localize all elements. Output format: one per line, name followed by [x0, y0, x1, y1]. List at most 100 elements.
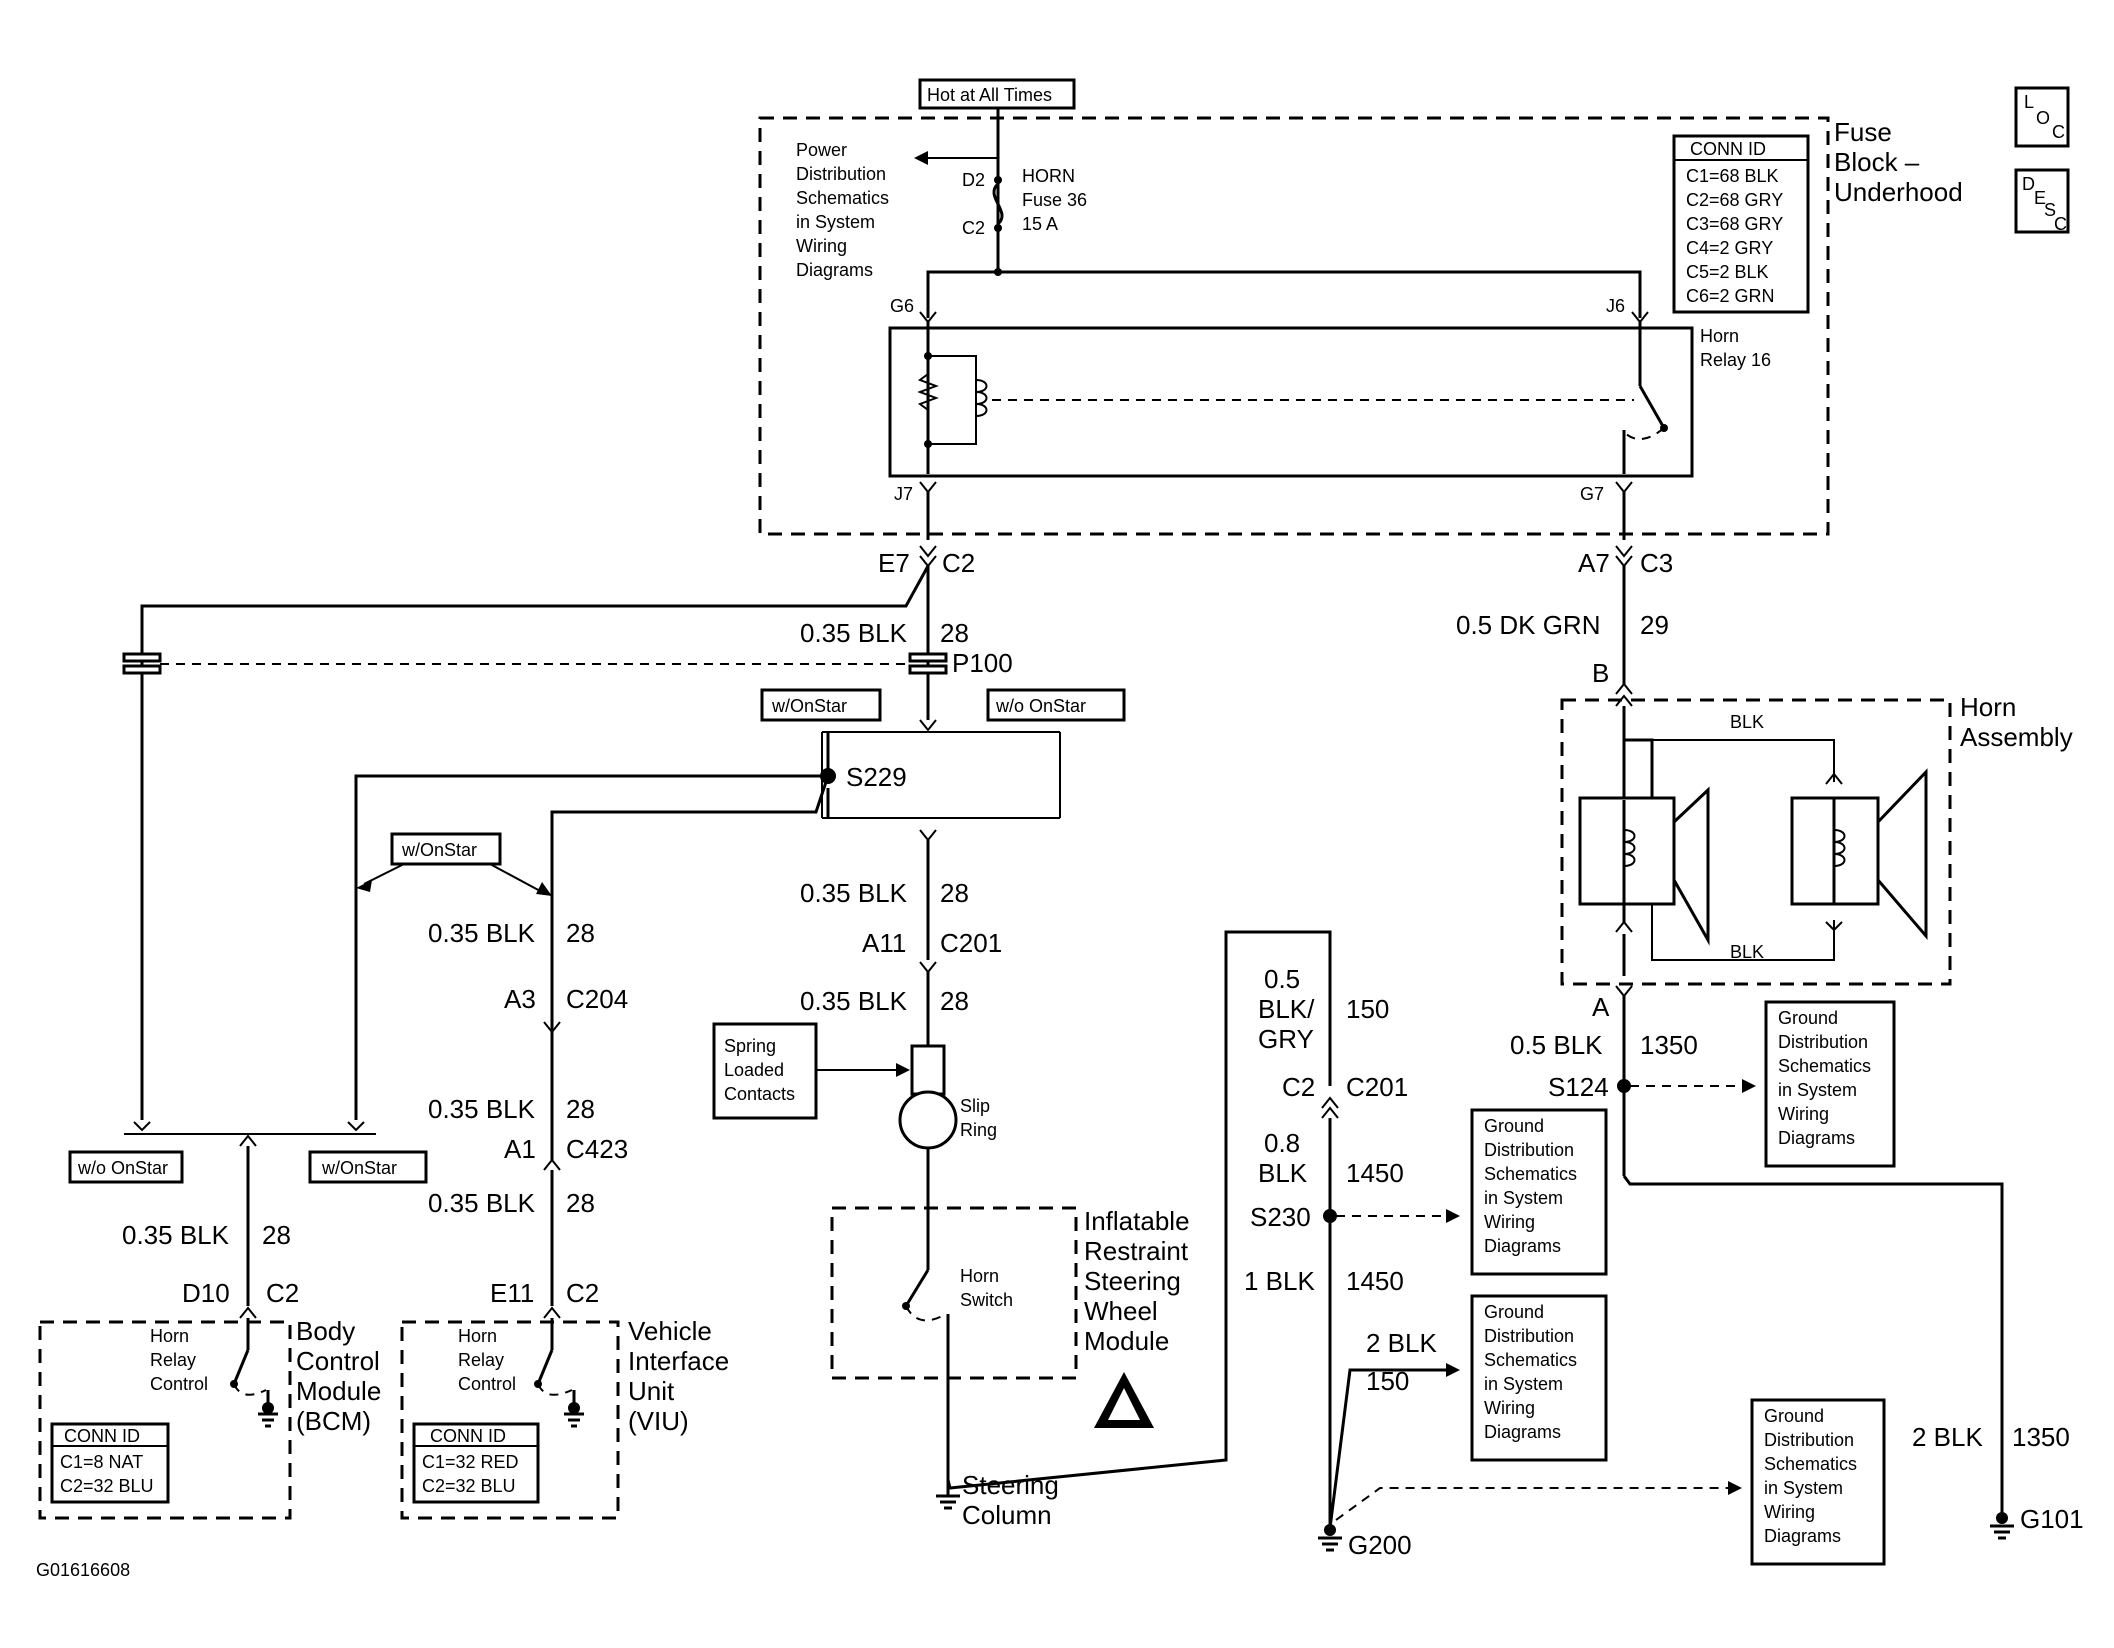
- conn-c423: C423: [566, 1134, 628, 1164]
- relay-label-1: Horn: [1700, 326, 1739, 346]
- conn-a11: A11: [862, 928, 906, 958]
- svg-text:Switch: Switch: [960, 1290, 1013, 1310]
- wire-center-circuit-28: 28: [940, 618, 969, 648]
- power-note-3: Schematics: [796, 188, 889, 208]
- conn-p100: P100: [952, 648, 1013, 678]
- svg-text:Spring: Spring: [724, 1036, 776, 1056]
- svg-text:Steering: Steering: [1084, 1266, 1181, 1296]
- wire-circuit-28-e: 28: [566, 1094, 595, 1124]
- svg-text:S: S: [2044, 200, 2056, 220]
- svg-text:Ground: Ground: [1484, 1302, 1544, 1322]
- power-note-5: Wiring: [796, 236, 847, 256]
- svg-text:D: D: [2022, 174, 2035, 194]
- wire-circuit-28-c: 28: [940, 986, 969, 1016]
- svg-text:Distribution: Distribution: [1484, 1326, 1574, 1346]
- wire-blk-28-d: 0.35 BLK: [428, 918, 536, 948]
- fuse-conn-id-4: C4=2 GRY: [1686, 238, 1773, 258]
- relay-label-2: Relay 16: [1700, 350, 1771, 370]
- svg-text:CONN ID: CONN ID: [64, 1426, 140, 1446]
- wire-blk-08-2: BLK: [1258, 1158, 1308, 1188]
- conn-e7: E7: [878, 548, 910, 578]
- hot-at-all-times-box: [918, 78, 1076, 110]
- conn-c3: C3: [1640, 548, 1673, 578]
- wire-blk-28-c: 0.35 BLK: [800, 986, 908, 1016]
- svg-text:Horn: Horn: [150, 1326, 189, 1346]
- horn-assembly: Horn Assembly BLK BLK: [1560, 692, 2073, 986]
- fuse-symbol: [992, 182, 1004, 226]
- svg-text:in System: in System: [1778, 1080, 1857, 1100]
- spring-loaded-contacts: [712, 1022, 818, 1120]
- conn-c2-bcm: C2: [266, 1278, 299, 1308]
- horn-switch: [904, 1269, 930, 1307]
- wire-circuit-28-d: 28: [566, 918, 595, 948]
- relay-coil: [975, 379, 988, 417]
- svg-text:in System: in System: [1764, 1478, 1843, 1498]
- horn-relay: [888, 326, 1694, 478]
- svg-text:Distribution: Distribution: [1764, 1430, 1854, 1450]
- wire-blk-1350: 0.5 BLK: [1510, 1030, 1603, 1060]
- svg-text:w/OnStar: w/OnStar: [771, 696, 847, 716]
- splice-s124: [1617, 1079, 1631, 1093]
- fuse-conn-id-5: C5=2 BLK: [1686, 262, 1769, 282]
- steering-column-label-1: Steering: [962, 1470, 1059, 1500]
- svg-text:Distribution: Distribution: [1484, 1140, 1574, 1160]
- power-note-6: Diagrams: [796, 260, 873, 280]
- svg-text:Wiring: Wiring: [1764, 1502, 1815, 1522]
- wire-blk-28-bcm: 0.35 BLK: [122, 1220, 230, 1250]
- wire-dkgrn: 0.5 DK GRN: [1456, 610, 1601, 640]
- svg-text:Wiring: Wiring: [1484, 1212, 1535, 1232]
- wire-blk-28-b: 0.35 BLK: [800, 878, 908, 908]
- fuse-block-name-2: Block –: [1834, 147, 1920, 177]
- svg-text:C: C: [2052, 122, 2065, 142]
- svg-text:Body: Body: [296, 1316, 355, 1346]
- wire-circuit-150-b: 150: [1366, 1366, 1409, 1396]
- conn-c2-top: C2: [942, 548, 975, 578]
- relay-pin-g6: G6: [890, 296, 914, 316]
- inflatable-restraint-module: [830, 1206, 1078, 1380]
- ground-note-s124: [1764, 1000, 1896, 1168]
- conn-s230: S230: [1250, 1202, 1311, 1232]
- svg-text:in System: in System: [1484, 1188, 1563, 1208]
- svg-text:Module: Module: [1084, 1326, 1169, 1356]
- bcm-conn-id-table: [50, 1422, 170, 1504]
- conn-s229: S229: [846, 762, 907, 792]
- conn-a7: A7: [1578, 548, 1610, 578]
- wire-blkgry-2: BLK/: [1258, 994, 1315, 1024]
- wire-center-blk-28: 0.35 BLK: [800, 618, 908, 648]
- wire-blk-1: 1 BLK: [1244, 1266, 1315, 1296]
- fuse-conn-id-6: C6=2 GRN: [1686, 286, 1775, 306]
- svg-text:Ring: Ring: [960, 1120, 997, 1140]
- conn-c201a: C201: [940, 928, 1002, 958]
- svg-text:Diagrams: Diagrams: [1484, 1422, 1561, 1442]
- wire-circuit-29: 29: [1640, 610, 1669, 640]
- option-wo-onstar-bcm: [68, 1150, 184, 1184]
- loc-icon[interactable]: L O C: [2014, 86, 2070, 148]
- conn-d10: D10: [182, 1278, 230, 1308]
- option-w-onstar-bcm: [308, 1150, 428, 1184]
- hot-at-all-times-label: Hot at All Times: [927, 85, 1052, 105]
- desc-icon[interactable]: D E S C: [2014, 168, 2070, 234]
- wire-circuit-28-b: 28: [940, 878, 969, 908]
- svg-text:Distribution: Distribution: [1778, 1032, 1868, 1052]
- steering-column-label-2: Column: [962, 1500, 1052, 1530]
- body-control-module: Body Control Module (BCM) Horn Relay Con…: [38, 1316, 381, 1520]
- svg-text:Ground: Ground: [1778, 1008, 1838, 1028]
- wire-circuit-1450: 1450: [1346, 1158, 1404, 1188]
- conn-c204: C204: [566, 984, 628, 1014]
- option-w-onstar-left: [390, 832, 502, 866]
- vehicle-interface-unit: Vehicle Interface Unit (VIU) Horn Relay …: [400, 1316, 729, 1520]
- viu-conn-id-table: [412, 1422, 540, 1504]
- svg-text:Diagrams: Diagrams: [1484, 1236, 1561, 1256]
- option-wo-onstar-center: [986, 688, 1126, 722]
- power-note-1: Power: [796, 140, 847, 160]
- wire-circuit-28-f: 28: [566, 1188, 595, 1218]
- svg-text:O: O: [2036, 108, 2050, 128]
- conn-s124: S124: [1548, 1072, 1609, 1102]
- power-note-4: in System: [796, 212, 875, 232]
- wire-circuit-1350-g101: 1350: [2012, 1422, 2070, 1452]
- conn-a1: A1: [504, 1134, 536, 1164]
- relay-pin-j6: J6: [1606, 296, 1625, 316]
- conn-c201b: C201: [1346, 1072, 1408, 1102]
- fuse-block-name-3: Underhood: [1834, 177, 1963, 207]
- horn-blk-bottom: BLK: [1730, 942, 1764, 962]
